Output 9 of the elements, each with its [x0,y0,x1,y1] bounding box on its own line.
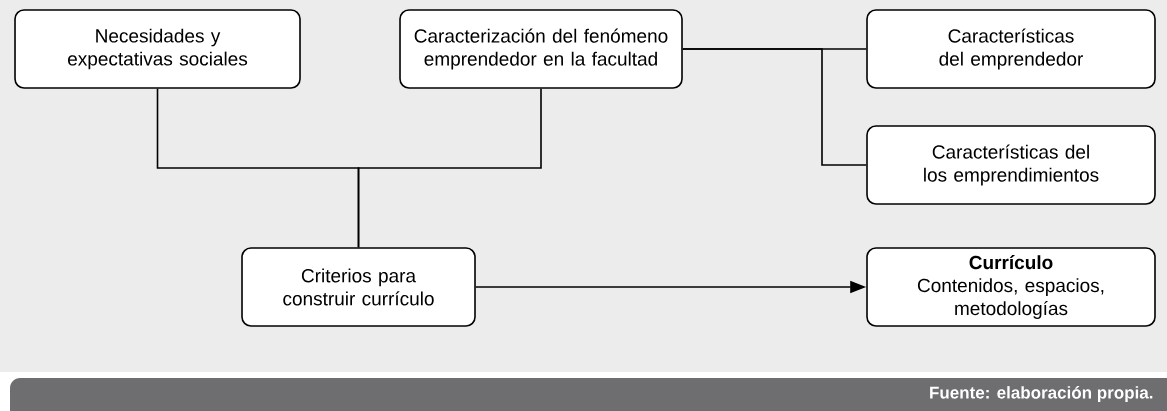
process-box: Características del los emprendimientos [866,125,1156,205]
connector-line [682,48,867,166]
process-box: Características del emprendedor [866,9,1156,89]
connector-line [357,88,542,248]
process-box: Criterios para construir currículo [241,247,476,327]
process-box: Necesidades y expectativas sociales [14,9,301,89]
process-box: Currículo Contenidos, espacios, metodologías [866,247,1156,327]
process-box: Caracterización del fenómeno emprendedor en la facultad [399,9,683,89]
footer-band: Fuente: elaboración propia. [10,378,1167,411]
